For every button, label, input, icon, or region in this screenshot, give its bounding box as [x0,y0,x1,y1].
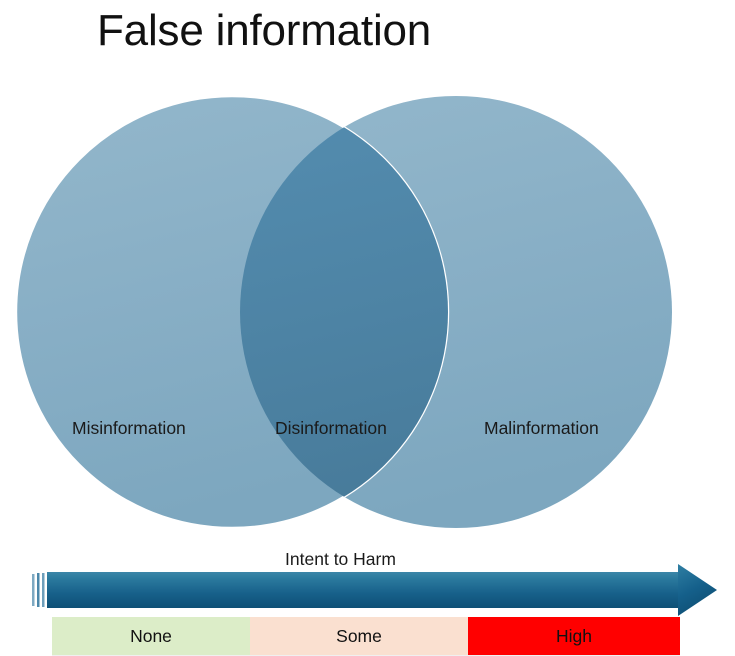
venn-diagram: Misinformation Disinformation Malinforma… [0,78,735,548]
venn-svg [14,94,672,530]
scale-segment-high-label: High [556,625,592,646]
arrow-tail-mark-3 [42,573,45,607]
page-title: False information [97,6,432,55]
scale-segment-some[interactable]: Some [250,617,468,655]
intent-arrow [30,562,730,620]
venn-label-malinformation: Malinformation [484,418,599,438]
arrow-head [678,564,717,616]
arrow-body [47,572,680,608]
scale-segment-high[interactable]: High [468,617,680,655]
arrow-tail-mark-2 [37,573,40,607]
scale-segment-none[interactable]: None [52,617,250,655]
scale-segment-none-label: None [130,625,172,646]
venn-label-disinformation: Disinformation [275,418,387,438]
intent-scale-bar: None Some High [52,617,680,655]
venn-intersection [240,96,448,528]
scale-segment-some-label: Some [336,625,382,646]
arrow-svg [32,564,717,616]
arrow-tail-mark-1 [32,574,35,606]
venn-label-misinformation: Misinformation [72,418,186,438]
intent-to-harm-caption: Intent to Harm [285,549,396,569]
